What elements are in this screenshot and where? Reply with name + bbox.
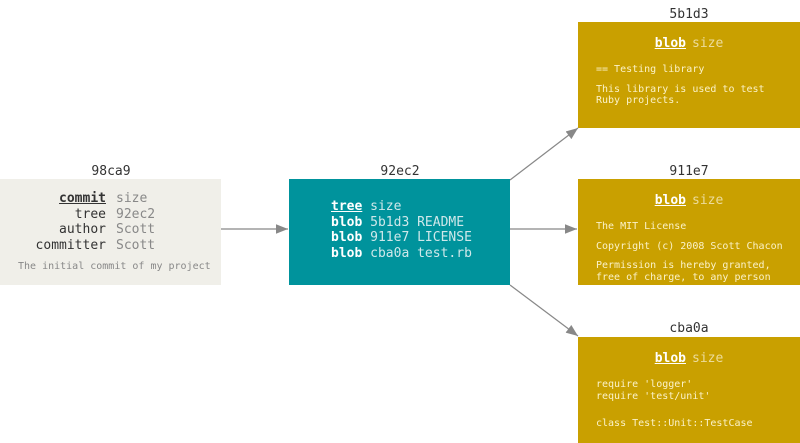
blob-line: Ruby projects.: [596, 95, 681, 106]
blob-id: 5b1d3: [669, 7, 709, 22]
blob-line: free of charge, to any person: [596, 271, 771, 283]
tree-type: tree: [331, 199, 363, 214]
blob-line: Copyright (c) 2008 Scott Chacon: [596, 240, 783, 252]
blob-id: cba0a: [669, 321, 709, 336]
field-value: Scott: [116, 237, 156, 253]
blob-line: require 'logger': [596, 379, 693, 390]
blob-line: This library is used to test: [596, 83, 765, 95]
tree-object: tree size blob 5b1d3 README blob 911e7 L…: [289, 179, 510, 285]
field-key: tree: [74, 206, 106, 222]
blob-line: [596, 402, 753, 410]
arrow-tree-to-blob-1: [509, 127, 579, 181]
blob-content: require 'logger'require 'test/unit' class…: [596, 379, 753, 430]
blob-id: 911e7: [669, 164, 709, 179]
commit-size: size: [116, 191, 148, 206]
field-key: author: [59, 222, 106, 237]
field-value: 92ec2: [116, 206, 156, 222]
field-key: committer: [35, 237, 106, 253]
tree-entry: blob cba0a test.rb: [331, 245, 472, 261]
blob-line: [596, 76, 765, 84]
commit-type: commit: [59, 191, 106, 206]
commit-id: 98ca9: [91, 164, 131, 179]
tree-entry: blob 5b1d3 README: [331, 214, 465, 230]
blob-line: class Test::Unit::TestCase: [596, 418, 753, 429]
commit-message: The initial commit of my project: [18, 261, 211, 272]
blob-line: [596, 410, 753, 418]
tree-size: size: [370, 199, 402, 214]
field-value: Scott: [116, 222, 156, 237]
blob-line: [596, 252, 783, 260]
blob-line: The MIT License: [596, 221, 687, 232]
blob-line: require 'test/unit': [596, 390, 711, 402]
blob-line: [596, 233, 783, 241]
blob-line: == Testing library: [596, 64, 705, 75]
tree-id: 92ec2: [380, 164, 420, 179]
tree-entry: blob 911e7 LICENSE: [331, 230, 472, 245]
arrow-tree-to-blob-3: [509, 284, 579, 337]
blob-line: Permission is hereby granted,: [596, 260, 771, 271]
